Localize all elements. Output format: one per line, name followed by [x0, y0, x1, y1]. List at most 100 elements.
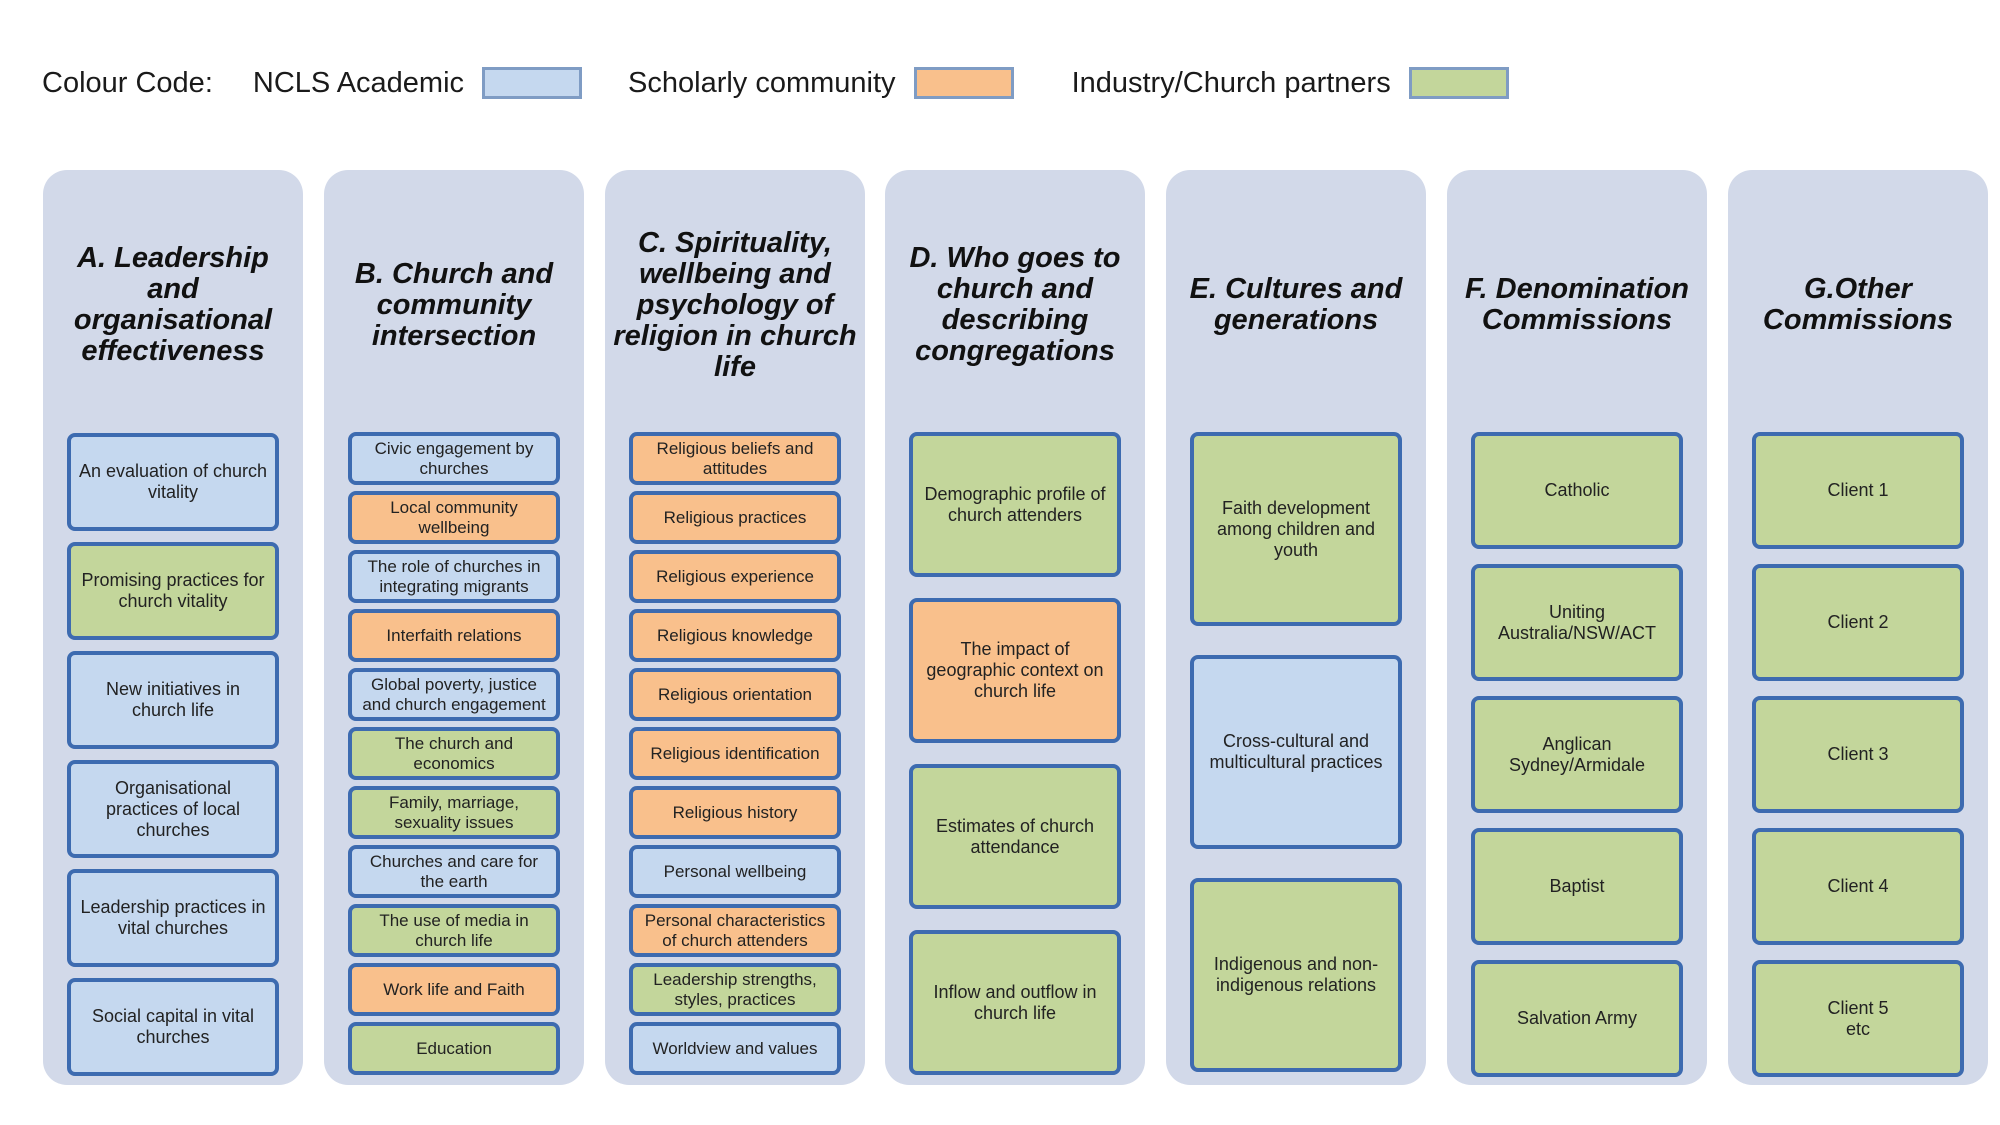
topic-box: Organisational practices of local church… [67, 760, 279, 858]
topic-box: Global poverty, justice and church engag… [348, 668, 560, 721]
topic-label: Religious history [672, 802, 798, 822]
topic-box: Religious identification [629, 727, 841, 780]
topic-label: Religious experience [656, 566, 814, 586]
topic-label: Leadership practices in vital churches [80, 897, 266, 938]
topic-label: Civic engagement by churches [374, 438, 534, 478]
legend-swatch-academic [482, 67, 583, 99]
column-title: A. Leadership and organisational effecti… [73, 242, 273, 367]
topic-box: Client 1 [1752, 432, 1964, 549]
topic-label: Religious beliefs and attitudes [656, 438, 814, 478]
column-title: G.Other Commissions [1762, 273, 1954, 336]
topic-label: Worldview and values [652, 1038, 818, 1058]
legend-title: Colour Code: [42, 66, 213, 99]
topic-label: Inflow and outflow in church life [933, 981, 1097, 1023]
topic-box: Inflow and outflow in church life [909, 930, 1121, 1075]
topic-box: Leadership strengths, styles, practices [629, 963, 841, 1016]
topic-box: Civic engagement by churches [348, 432, 560, 485]
topic-label: Religious practices [663, 507, 807, 527]
topic-label: Estimates of church attendance [935, 815, 1095, 857]
topic-label: Cross-cultural and multicultural practic… [1209, 731, 1383, 772]
topic-box: Education [348, 1022, 560, 1075]
topic-box: Uniting Australia/NSW/ACT [1471, 564, 1683, 681]
topic-label: Demographic profile of church attenders [924, 483, 1106, 525]
topic-box: Leadership practices in vital churches [67, 869, 279, 967]
topic-label: Client 1 [1827, 480, 1889, 500]
column-c: C. Spirituality, wellbeing and psycholog… [605, 170, 865, 1085]
topic-box: An evaluation of church vitality [67, 433, 279, 531]
topic-box: Demographic profile of church attenders [909, 432, 1121, 577]
topic-box: Client 2 [1752, 564, 1964, 681]
topic-box: Faith development among children and you… [1190, 432, 1402, 626]
topic-label: The impact of geographic context on chur… [926, 639, 1104, 701]
topic-box: Personal wellbeing [629, 845, 841, 898]
topic-label: Client 2 [1827, 612, 1889, 632]
topic-label: The use of media in church life [379, 910, 529, 950]
colour-code-legend: Colour Code: NCLS Academic Scholarly com… [42, 60, 1509, 106]
topic-label: Client 3 [1827, 744, 1889, 764]
topic-box: Baptist [1471, 828, 1683, 945]
topic-box: Client 3 [1752, 696, 1964, 813]
topic-label: Religious knowledge [657, 625, 813, 645]
topic-box: The impact of geographic context on chur… [909, 598, 1121, 743]
topic-box: Religious knowledge [629, 609, 841, 662]
topic-box: Churches and care for the earth [348, 845, 560, 898]
topic-label: Work life and Faith [383, 979, 525, 999]
topic-label: Uniting Australia/NSW/ACT [1497, 601, 1657, 643]
topic-label: New initiatives in church life [105, 679, 241, 720]
topic-box: Client 4 [1752, 828, 1964, 945]
topic-box: Religious history [629, 786, 841, 839]
legend-swatch-scholarly [913, 67, 1014, 99]
topic-label: Personal wellbeing [663, 861, 807, 881]
topic-label: Social capital in vital churches [91, 1006, 255, 1047]
topic-label: Indigenous and non-indigenous relations [1213, 954, 1379, 995]
topic-box: Catholic [1471, 432, 1683, 549]
topic-box: New initiatives in church life [67, 651, 279, 749]
topic-box: Family, marriage, sexuality issues [348, 786, 560, 839]
topic-box: Work life and Faith [348, 963, 560, 1016]
topic-box: Cross-cultural and multicultural practic… [1190, 655, 1402, 849]
topic-box: Estimates of church attendance [909, 764, 1121, 909]
column-title: C. Spirituality, wellbeing and psycholog… [613, 226, 857, 383]
topic-box: The church and economics [348, 727, 560, 780]
topic-label: Churches and care for the earth [369, 851, 539, 891]
topic-label: The church and economics [394, 733, 514, 773]
column-title: B. Church and community intersection [354, 257, 554, 352]
topic-box: The use of media in church life [348, 904, 560, 957]
topic-label: Salvation Army [1516, 1008, 1638, 1028]
topic-label: Personal characteristics of church atten… [644, 910, 826, 950]
topic-label: Religious orientation [657, 684, 813, 704]
topic-box: Religious experience [629, 550, 841, 603]
topic-label: Global poverty, justice and church engag… [362, 674, 546, 714]
topic-label: Religious identification [650, 743, 820, 763]
topic-label: Family, marriage, sexuality issues [388, 792, 520, 832]
topic-label: Catholic [1544, 480, 1610, 500]
topic-box: Religious orientation [629, 668, 841, 721]
topic-label: Faith development among children and you… [1216, 497, 1376, 560]
legend-swatch-industry [1408, 67, 1509, 99]
topic-box: The role of churches in integrating migr… [348, 550, 560, 603]
topic-label: Baptist [1549, 876, 1605, 896]
topic-label: Promising practices for church vitality [81, 570, 265, 611]
column-title: D. Who goes to church and describing con… [909, 242, 1121, 367]
topic-label: Local community wellbeing [390, 497, 518, 537]
topic-box: Indigenous and non-indigenous relations [1190, 878, 1402, 1072]
column-title: E. Cultures and generations [1189, 273, 1403, 336]
topic-label: Interfaith relations [386, 625, 522, 645]
topic-box: Local community wellbeing [348, 491, 560, 544]
topic-box: Client 5 etc [1752, 960, 1964, 1077]
topic-label: Organisational practices of local church… [105, 777, 241, 840]
column-d: D. Who goes to church and describing con… [885, 170, 1145, 1085]
topic-label: Client 5 etc [1827, 997, 1889, 1039]
topic-label: Education [416, 1038, 492, 1058]
topic-label: The role of churches in integrating migr… [367, 556, 541, 596]
column-a: A. Leadership and organisational effecti… [43, 170, 303, 1085]
topic-box: Personal characteristics of church atten… [629, 904, 841, 957]
legend-label-academic: NCLS Academic [252, 66, 465, 99]
legend-label-scholarly: Scholarly community [628, 66, 896, 99]
topic-box: Interfaith relations [348, 609, 560, 662]
topic-box: Anglican Sydney/Armidale [1471, 696, 1683, 813]
